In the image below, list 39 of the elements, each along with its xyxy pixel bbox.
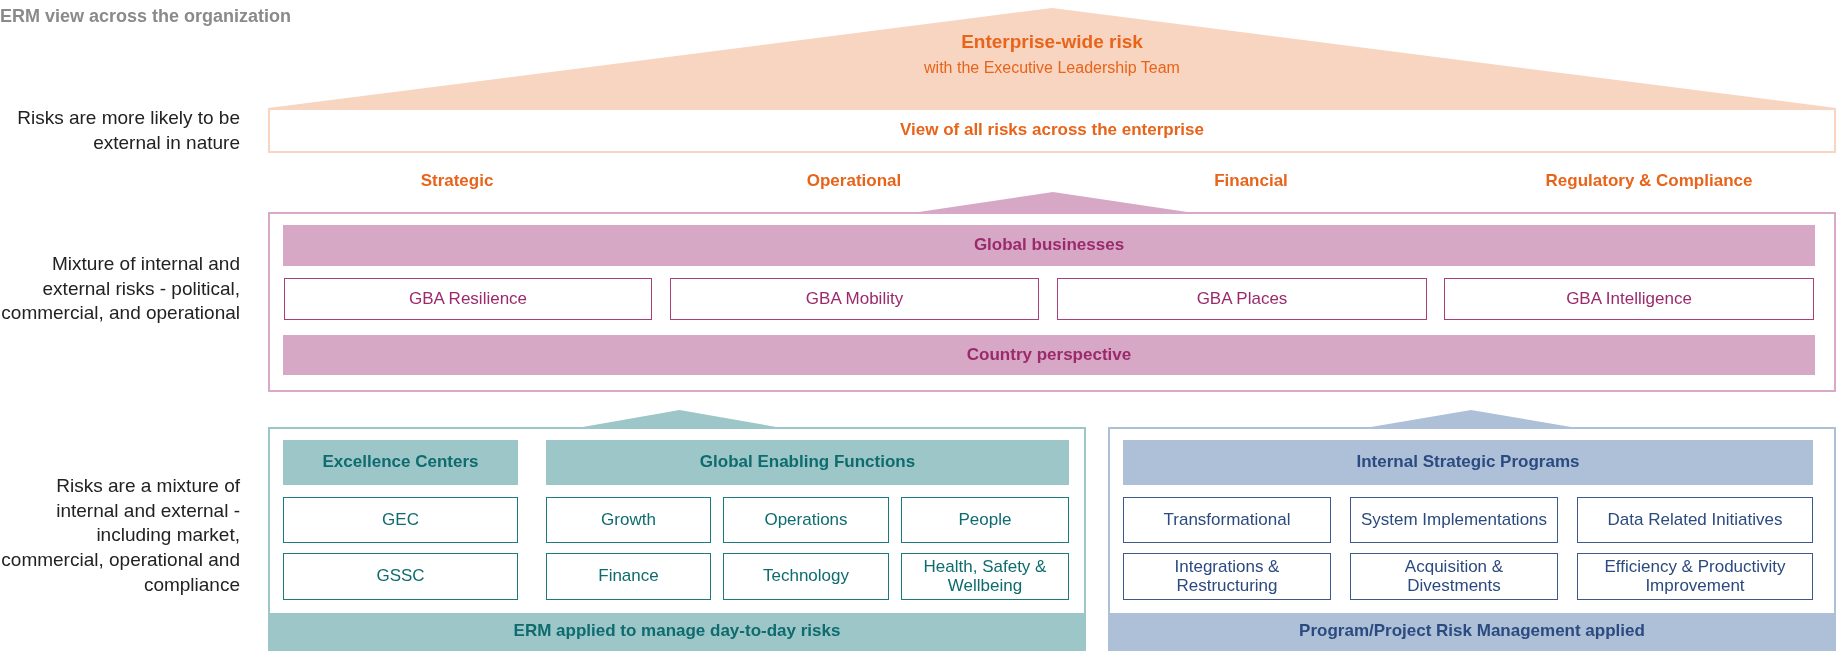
function-box: Operations bbox=[723, 497, 889, 543]
subheading-text: with the Executive Leadership Team bbox=[924, 58, 1180, 77]
header-bar: Excellence Centers bbox=[283, 440, 518, 485]
program-box: Data Related Initiatives bbox=[1577, 497, 1813, 543]
section-frame bbox=[1108, 427, 1836, 651]
footer-bar: ERM applied to manage day-to-day risks bbox=[270, 613, 1084, 649]
header-bar: Global businesses bbox=[283, 225, 1815, 266]
category-label: Strategic bbox=[419, 170, 495, 192]
program-box: Efficiency & Productivity Improvement bbox=[1577, 553, 1813, 600]
header-bar: Country perspective bbox=[283, 335, 1815, 375]
function-box: GEC bbox=[283, 497, 518, 543]
category-label: Financial bbox=[1213, 170, 1289, 192]
unit-box: GBA Resilience bbox=[284, 278, 652, 320]
function-box: People bbox=[901, 497, 1069, 543]
program-box: System Implementations bbox=[1350, 497, 1558, 543]
function-box: Health, Safety & Wellbeing bbox=[901, 553, 1069, 600]
category-label: Regulatory & Compliance bbox=[1544, 170, 1754, 192]
note-text: Risks are more likely to be external in nature bbox=[16, 106, 240, 155]
summary-box: View of all risks across the enterprise bbox=[268, 108, 1836, 153]
program-box: Integrations & Restructuring bbox=[1123, 553, 1331, 600]
note-text: Mixture of internal and external risks - political, commercial, and operational bbox=[0, 252, 240, 326]
unit-box: GBA Mobility bbox=[670, 278, 1039, 320]
function-box: Growth bbox=[546, 497, 711, 543]
function-box: GSSC bbox=[283, 553, 518, 600]
unit-box: GBA Intelligence bbox=[1444, 278, 1814, 320]
section-frame bbox=[268, 427, 1086, 651]
program-box: Transformational bbox=[1123, 497, 1331, 543]
section-frame bbox=[268, 212, 1836, 392]
unit-box: GBA Places bbox=[1057, 278, 1427, 320]
header-bar: Global Enabling Functions bbox=[546, 440, 1069, 485]
heading-text: Enterprise-wide risk bbox=[961, 32, 1143, 53]
category-label: Operational bbox=[805, 170, 903, 192]
note-text: Risks are a mixture of internal and external - including market, commercial, operational and compliance bbox=[0, 474, 240, 597]
function-box: Finance bbox=[546, 553, 711, 600]
header-bar: Internal Strategic Programs bbox=[1123, 440, 1813, 485]
program-box: Acquisition & Divestments bbox=[1350, 553, 1558, 600]
footer-bar: Program/Project Risk Management applied bbox=[1110, 613, 1834, 649]
title-text: ERM view across the organization bbox=[0, 6, 292, 27]
function-box: Technology bbox=[723, 553, 889, 600]
